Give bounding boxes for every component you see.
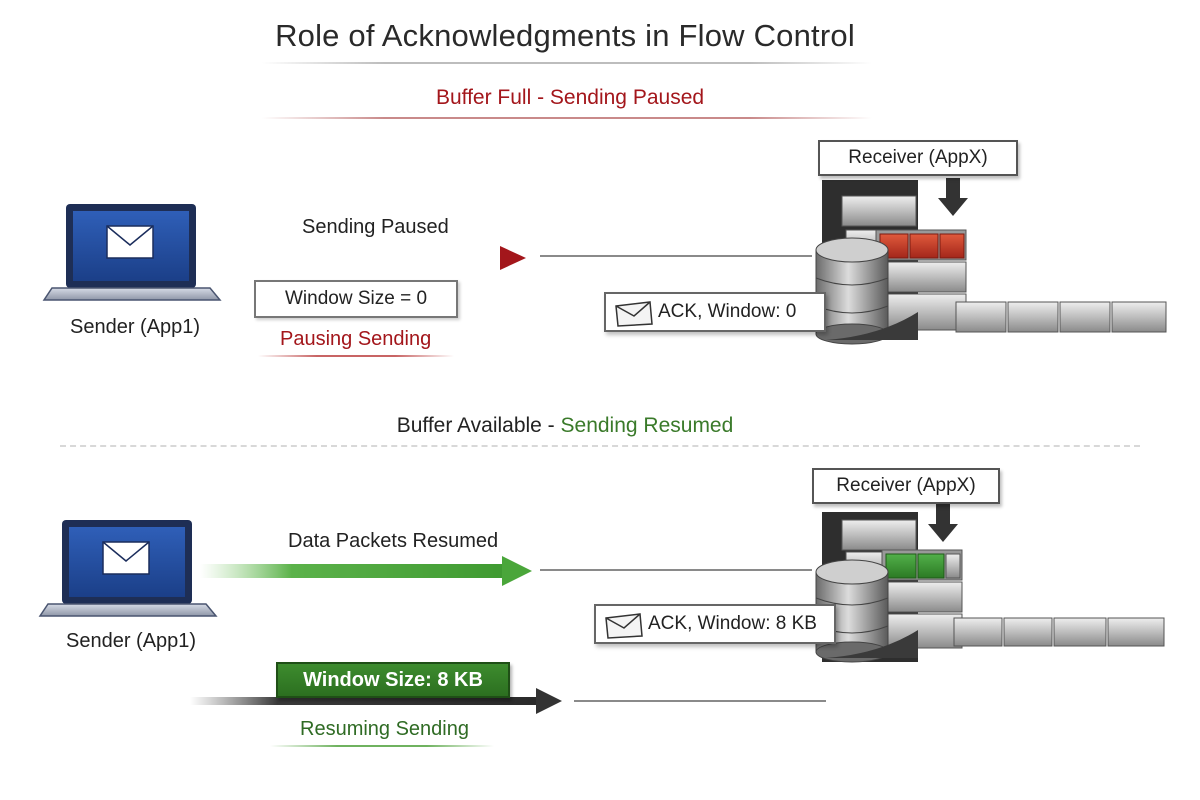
status-underline [270,745,494,747]
arrow-label: Sending Paused [302,216,449,238]
window-size-box: Window Size: 8 KB [276,662,510,698]
resumed-arrow [200,556,812,586]
resume-send-arrow [190,688,826,714]
diagram-title: Role of Acknowledgments in Flow Control [275,18,855,53]
receiver-label: Receiver (AppX) [812,468,1000,504]
ack-label: ACK, Window: 8 KB [648,613,817,634]
down-arrow-icon [938,178,968,216]
window-size-box: Window Size = 0 [254,280,458,318]
server-stack-icon [815,504,1165,663]
envelope-icon [605,613,643,639]
sender-label: Sender (App1) [66,630,197,652]
bottom-section-heading: Buffer Available - Sending Resumed [0,414,1130,438]
top-heading-underline [262,117,872,119]
receiver-label: Receiver (AppX) [818,140,1018,176]
server-stack-icon [815,178,1167,345]
paused-arrow [200,246,812,270]
status-underline [258,355,454,357]
section-divider [60,445,1140,447]
envelope-icon [106,225,154,259]
laptop-icon [42,204,222,301]
laptop-icon [38,520,218,617]
ack-label: ACK, Window: 0 [658,301,797,322]
bottom-heading-part1: Buffer Available - [396,414,561,437]
bottom-heading-part2: Sending Resumed [560,414,734,437]
title-underline [262,62,872,64]
envelope-icon [102,541,150,575]
ack-box: ACK, Window: 0 [604,292,826,332]
top-section-heading: Buffer Full - Sending Paused [435,86,705,109]
status-label: Resuming Sending [300,718,469,740]
arrow-label: Data Packets Resumed [288,530,499,552]
down-arrow-icon [928,504,958,542]
status-label: Pausing Sending [280,328,432,350]
ack-box: ACK, Window: 8 KB [594,604,836,644]
database-icon [815,237,889,345]
envelope-icon [615,301,653,327]
sender-label: Sender (App1) [70,316,201,338]
